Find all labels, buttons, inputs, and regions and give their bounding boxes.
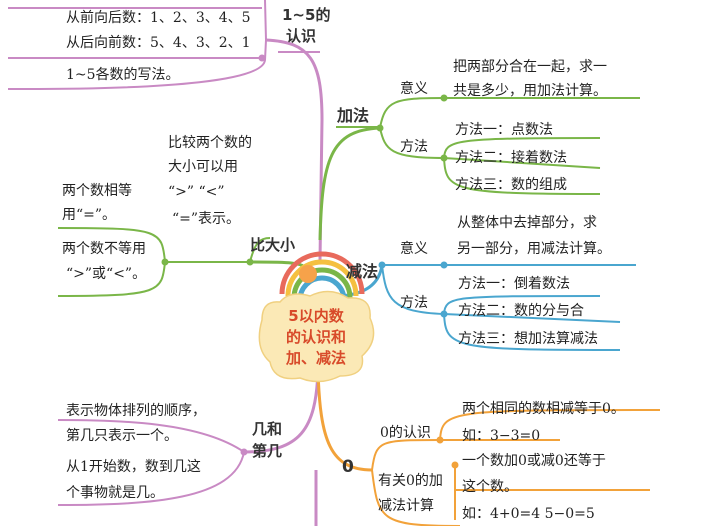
topic-ordinal-title-1: 几和 bbox=[252, 420, 283, 438]
topic-add-title: 加法 bbox=[337, 106, 370, 125]
compare-unequal-2: “>”或“<”。 bbox=[66, 266, 147, 282]
center-title-line-2: 的认识和 bbox=[285, 328, 346, 346]
topic-recognize-title-1: 1~5的 bbox=[282, 6, 331, 24]
compare-desc-2: 大小可以用 bbox=[168, 159, 238, 175]
sub-meaning-text-2: 另一部分，用减法计算。 bbox=[457, 241, 611, 257]
compare-equal-1: 两个数相等 bbox=[62, 183, 132, 199]
zero-calc-item-3: 如：4+0=4 5−0=5 bbox=[462, 506, 595, 522]
zero-recognize-item-1: 两个相同的数相减等于0。 bbox=[462, 401, 625, 417]
sub-meaning-text-1: 从整体中去掉部分，求 bbox=[457, 215, 597, 231]
add-meaning-text-1: 把两部分合在一起，求一 bbox=[453, 59, 607, 75]
compare-desc-1: 比较两个数的 bbox=[168, 135, 252, 151]
compare-equal-2: 用“=”。 bbox=[62, 207, 117, 223]
topic-recognize-title-2: 认识 bbox=[286, 27, 317, 45]
add-method-label: 方法 bbox=[400, 139, 428, 155]
zero-recognize-item-2: 如：3−3=0 bbox=[462, 428, 541, 444]
zero-calc-label-1: 有关0的加 bbox=[378, 473, 443, 489]
recognize-item-forward: 从前向后数：1、2、3、4、5 bbox=[66, 10, 251, 26]
center-title-line-1: 5以内数 bbox=[288, 307, 344, 325]
add-method-3: 方法三：数的组成 bbox=[455, 177, 567, 193]
compare-desc-3: “>” “<” bbox=[168, 184, 225, 200]
sub-meaning-label: 意义 bbox=[400, 241, 428, 257]
add-meaning-label: 意义 bbox=[400, 81, 428, 97]
ordinal-item-4: 个事物就是几。 bbox=[66, 485, 164, 501]
sub-method-1: 方法一：倒着数法 bbox=[458, 276, 570, 292]
topic-ordinal-title-2: 第几 bbox=[252, 442, 283, 460]
add-method-1: 方法一：点数法 bbox=[455, 122, 553, 138]
sub-method-3: 方法三：想加法算减法 bbox=[458, 331, 598, 347]
topic-sub-title: 减法 bbox=[346, 262, 379, 281]
compare-unequal-1: 两个数不等用 bbox=[62, 241, 146, 257]
ordinal-item-3: 从1开始数，数到几这 bbox=[66, 459, 201, 475]
recognize-item-writing: 1~5各数的写法。 bbox=[66, 67, 180, 83]
zero-recognize-label: 0的认识 bbox=[380, 425, 431, 441]
ordinal-item-1: 表示物体排列的顺序， bbox=[66, 403, 206, 419]
sub-method-label: 方法 bbox=[400, 295, 428, 311]
topic-compare-title: 比大小 bbox=[250, 236, 296, 254]
add-method-2: 方法二：接着数法 bbox=[455, 150, 567, 166]
zero-calc-item-2: 这个数。 bbox=[462, 479, 518, 495]
zero-calc-label-2: 减法计算 bbox=[378, 498, 434, 514]
zero-calc-item-1: 一个数加0或减0还等于 bbox=[462, 453, 606, 469]
topic-zero-title: 0 bbox=[342, 457, 354, 477]
center-title: 5以内数 的认识和 加、减法 bbox=[268, 306, 364, 369]
compare-desc-4: “=”表示。 bbox=[172, 211, 241, 227]
sub-method-2: 方法二：数的分与合 bbox=[458, 303, 584, 319]
center-decoration bbox=[258, 251, 375, 383]
center-title-line-3: 加、减法 bbox=[285, 349, 346, 367]
ordinal-item-2: 第几只表示一个。 bbox=[66, 428, 178, 444]
recognize-item-backward: 从后向前数：5、4、3、2、1 bbox=[66, 35, 251, 51]
add-meaning-text-2: 共是多少，用加法计算。 bbox=[453, 83, 607, 99]
